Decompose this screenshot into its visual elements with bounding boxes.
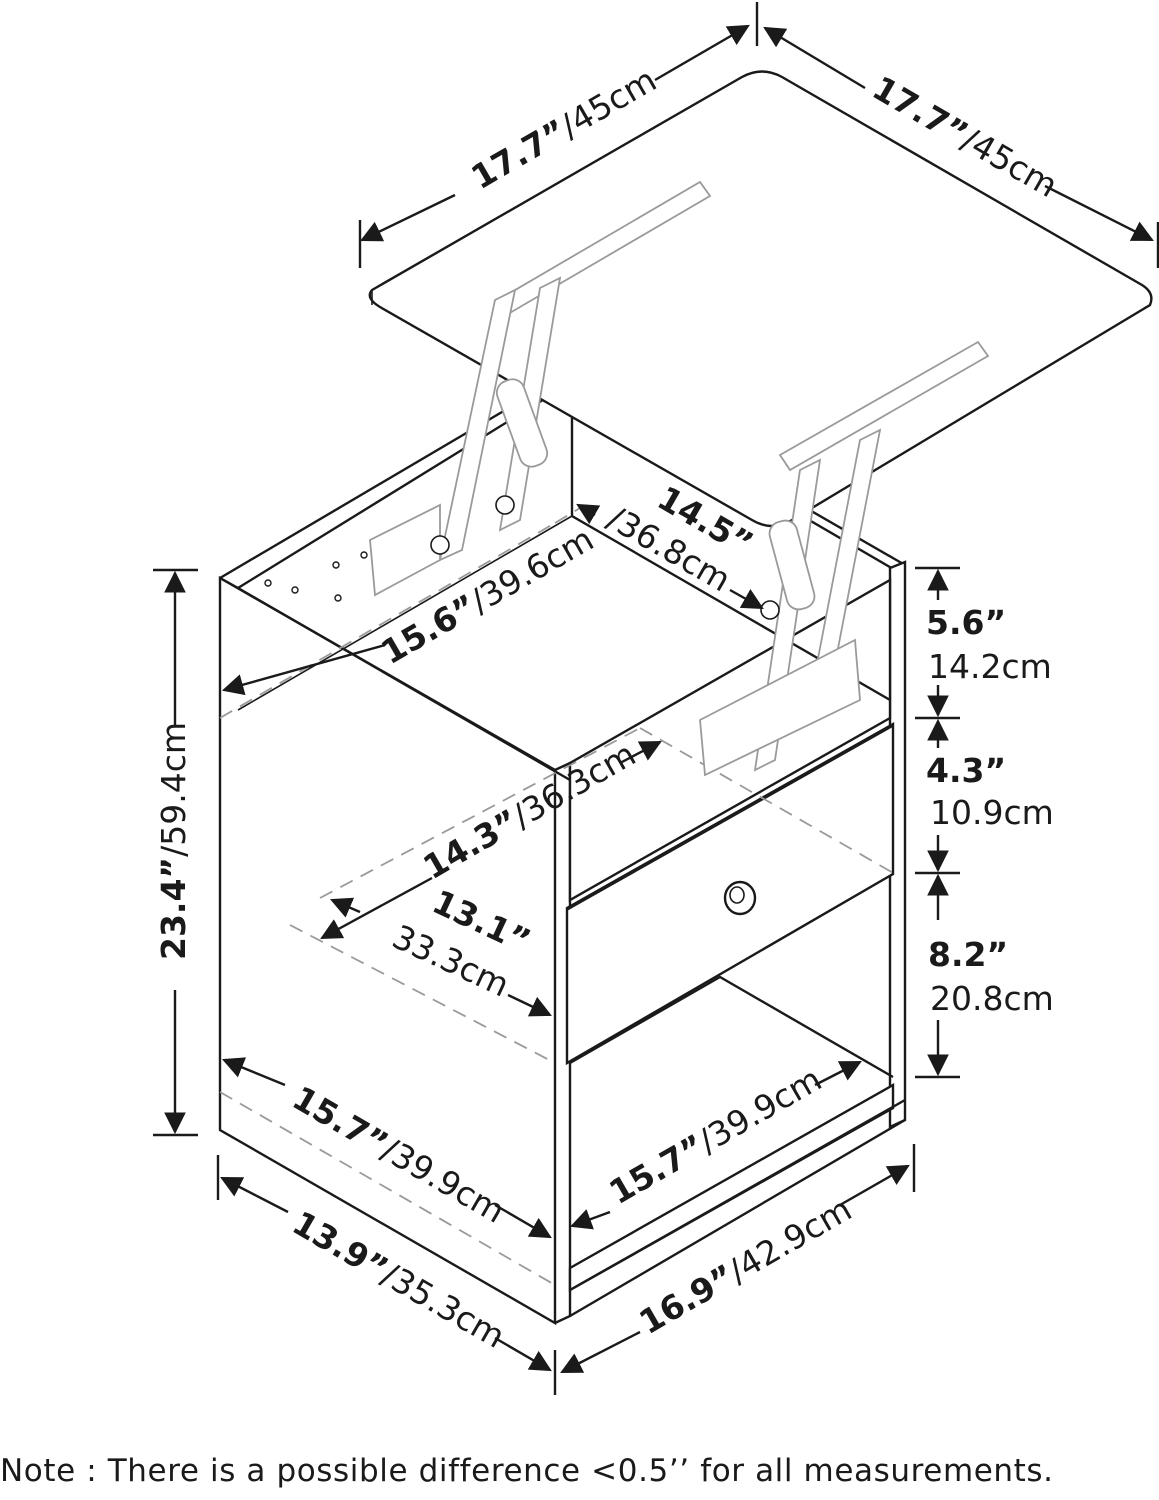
drawer-height-in-label: 4.3” xyxy=(926,751,1006,790)
shelf-height-in-label: 8.2” xyxy=(928,935,1008,974)
hidden-lines xyxy=(219,507,896,1286)
drawer-height-cm-label: 10.9cm xyxy=(930,793,1054,832)
nightstand-dimension-diagram: 17.7”/45cm 17.7”/45cm 14.5” /36.8cm 15.6… xyxy=(153,2,1159,1395)
dimension-arrows xyxy=(153,2,1159,1395)
lift-mechanism-left xyxy=(369,180,712,597)
measurement-note: Note : There is a possible difference <0… xyxy=(0,1453,1054,1489)
shelf-height-cm-label: 20.8cm xyxy=(930,979,1054,1018)
screw-holes xyxy=(264,551,368,602)
lift-mechanism-right xyxy=(699,340,990,777)
drawer-knob-icon xyxy=(723,880,757,916)
height-label: 23.4”/59.4cm xyxy=(154,722,193,960)
top-gap-in-label: 5.6” xyxy=(926,603,1006,642)
lift-top-panel xyxy=(368,70,1153,528)
top-gap-cm-label: 14.2cm xyxy=(928,647,1052,686)
